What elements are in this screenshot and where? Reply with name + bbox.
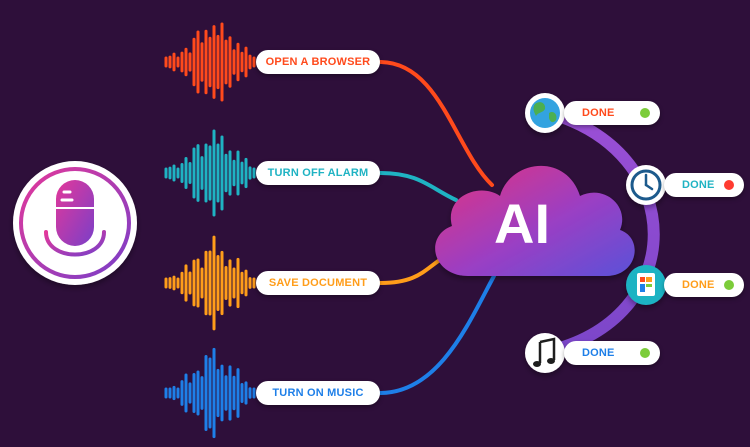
status-label: DONE — [582, 347, 615, 359]
results-arc — [539, 106, 660, 358]
connector-alarm — [378, 171, 458, 202]
status-label: DONE — [682, 279, 715, 291]
microphone-icon — [44, 180, 106, 274]
ai-cloud — [435, 165, 635, 276]
status-label: DONE — [582, 107, 615, 119]
status-dot — [640, 348, 650, 358]
command-label: SAVE DOCUMENT — [268, 277, 368, 289]
result-pill-alarm: DONE — [664, 173, 744, 197]
status-dot — [724, 180, 734, 190]
result-pill-music: DONE — [564, 341, 660, 365]
sound-wave-document — [164, 235, 264, 331]
sound-wave-alarm — [164, 129, 264, 217]
command-label: TURN ON MUSIC — [272, 387, 364, 399]
status-dot — [640, 108, 650, 118]
music-note-icon — [525, 333, 565, 373]
document-icon — [626, 265, 666, 305]
result-pill-document: DONE — [664, 273, 744, 297]
sound-wave-browser — [164, 22, 264, 102]
command-label: TURN OFF ALARM — [267, 167, 369, 179]
sound-wave-music — [164, 347, 264, 439]
connector-document — [378, 254, 448, 285]
clock-icon — [626, 165, 666, 205]
command-label: OPEN A BROWSER — [265, 56, 371, 68]
status-label: DONE — [682, 179, 715, 191]
connector-browser — [378, 60, 494, 187]
command-pill-alarm: TURN OFF ALARM — [256, 161, 380, 185]
connector-music — [378, 274, 496, 395]
globe-icon — [525, 93, 565, 133]
status-dot — [724, 280, 734, 290]
command-pill-music: TURN ON MUSIC — [256, 381, 380, 405]
ai-label: AI — [494, 192, 550, 255]
command-pill-document: SAVE DOCUMENT — [256, 271, 380, 295]
result-pill-browser: DONE — [564, 101, 660, 125]
command-pill-browser: OPEN A BROWSER — [256, 50, 380, 74]
